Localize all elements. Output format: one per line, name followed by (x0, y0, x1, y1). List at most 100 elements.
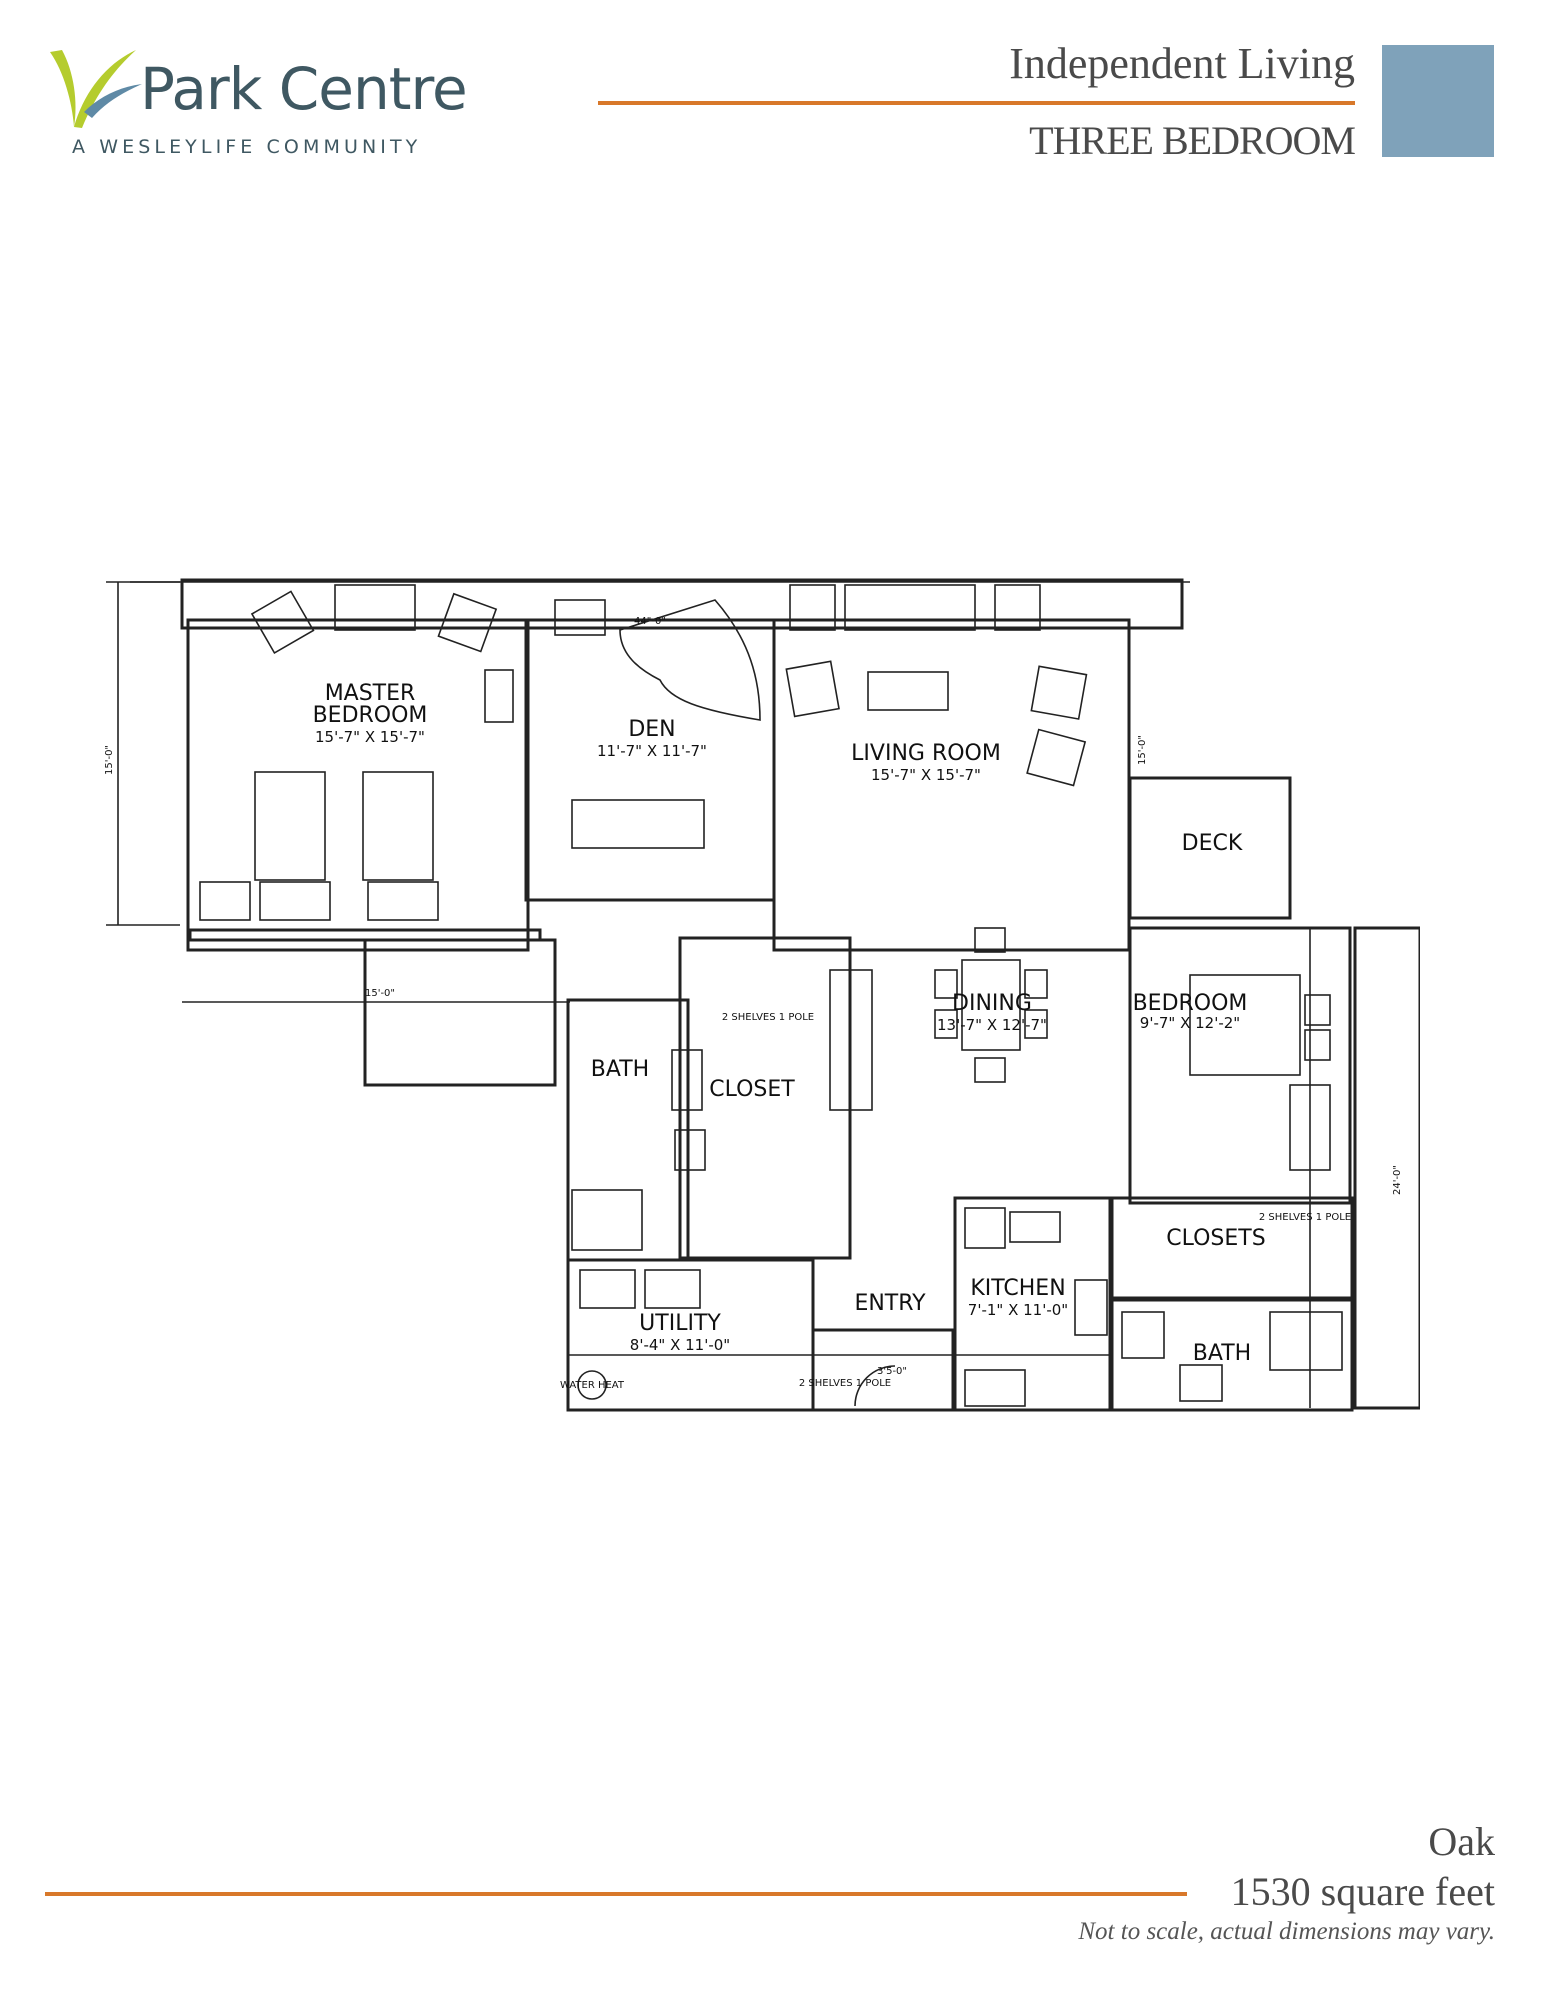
kitchen-range (1074, 1279, 1108, 1336)
den-desk (554, 599, 606, 636)
footer-divider (45, 1892, 1187, 1896)
master-width-dim-label: 15'-0" (365, 988, 395, 999)
disclaimer: Not to scale, actual dimensions may vary… (1078, 1918, 1495, 1945)
master-chair-right (437, 592, 498, 653)
bath2-sink (1121, 1311, 1165, 1359)
bedroom-nightstand-2 (1304, 1029, 1331, 1061)
closet-label: CLOSET (709, 1077, 795, 1102)
header-divider (598, 101, 1355, 105)
master-bedroom-label-1: MASTER (325, 681, 416, 706)
den-piano-dim: 44"-0" (634, 616, 666, 627)
nightstand-right (367, 881, 439, 921)
utility-label: UTILITY (639, 1311, 721, 1336)
water-heater (577, 1370, 607, 1400)
dining-chair-top (974, 927, 1006, 953)
master-bedroom-label-2: BEDROOM (313, 703, 428, 728)
living-sofa (844, 584, 976, 631)
plan-name: Oak (1428, 1819, 1495, 1864)
entry-shelves-note: 2 SHELVES 1 POLE (799, 1378, 891, 1389)
left-height-dim: 15'-0" (104, 745, 115, 775)
bedroom-nightstand-1 (1304, 994, 1331, 1026)
kitchen-walls (953, 1196, 1112, 1412)
square-footage: 1530 square feet (1230, 1869, 1495, 1914)
park-centre-logo-icon (50, 50, 142, 128)
accent-box (1382, 45, 1494, 157)
dining-size: 13'-7" X 12'-7" (937, 1016, 1047, 1034)
den-size: 11'-7" X 11'-7" (597, 742, 707, 760)
right-wall-strip (1353, 926, 1420, 1410)
bedroom-walls (1128, 926, 1352, 1205)
logo-name: Park Centre (140, 55, 468, 123)
utility-dryer (644, 1269, 701, 1309)
master-bed-left (254, 771, 326, 881)
dining-table (961, 959, 1021, 1051)
living-room-label: LIVING ROOM (851, 741, 1001, 766)
dining-chair-r2 (1024, 1009, 1048, 1039)
page-subtitle: THREE BEDROOM (1029, 118, 1356, 163)
closets-label: CLOSETS (1166, 1226, 1265, 1251)
kitchen-sink (1009, 1211, 1061, 1243)
top-window-wall (180, 578, 1184, 630)
entry-width-dim: 3'5-0" (877, 1366, 907, 1377)
utility-washer (579, 1269, 636, 1309)
den-walls (524, 618, 776, 902)
living-chair-right-2 (1026, 728, 1087, 787)
bath1-shower (571, 1189, 643, 1251)
dining-chair-l2 (934, 1009, 958, 1039)
floor-plan: MASTER BEDROOM 15'-7" X 15'-7" DEN 11'-7… (104, 578, 1420, 1412)
bath1-walls (566, 998, 690, 1262)
kitchen-counter (964, 1369, 1026, 1407)
master-cabinet (484, 669, 514, 723)
closets-walls (1110, 1196, 1354, 1300)
deck-label: DECK (1182, 831, 1243, 856)
den-label: DEN (628, 717, 675, 742)
nightstand-mid (259, 881, 331, 921)
bath2-shower (1269, 1311, 1343, 1371)
logo-tagline: A WESLEYLIFE COMMUNITY (72, 136, 422, 158)
living-right-dim: 15'-0" (1137, 735, 1148, 765)
kitchen-fridge (964, 1207, 1006, 1249)
den-piano (619, 599, 761, 721)
master-bed-right (362, 771, 434, 881)
right-height-dim: 24'-0" (1392, 1165, 1403, 1195)
living-side-table-right (994, 584, 1041, 631)
master-dresser (334, 584, 416, 631)
bedroom-label: BEDROOM (1133, 991, 1248, 1016)
dining-chair-bottom (974, 1057, 1006, 1083)
nightstand-left (199, 881, 251, 921)
entry-label: ENTRY (854, 1291, 926, 1316)
living-room-walls (772, 618, 1131, 952)
kitchen-size: 7'-1" X 11'-0" (968, 1301, 1068, 1319)
deck-walls (1128, 776, 1292, 920)
hall-closet-walls (678, 936, 852, 1260)
closet-shelves-note: 2 SHELVES 1 POLE (722, 1012, 814, 1023)
living-room-size: 15'-7" X 15'-7" (871, 766, 981, 784)
closets-shelves-note: 2 SHELVES 1 POLE (1259, 1212, 1351, 1223)
bath1-label: BATH (591, 1057, 649, 1082)
master-bedroom-size: 15'-7" X 15'-7" (315, 728, 425, 746)
water-heater-note: WATER HEAT (560, 1380, 625, 1391)
bath2-toilet (1179, 1364, 1223, 1402)
dining-chair-l1 (934, 969, 958, 999)
page-title: Independent Living (1009, 39, 1355, 88)
den-sofa (571, 799, 705, 849)
bedroom-bed (1189, 974, 1301, 1076)
entry-door-swing (854, 1365, 896, 1407)
hall-console (829, 969, 873, 1111)
dining-label: DINING (952, 991, 1032, 1016)
master-chair-left (250, 590, 315, 655)
bath1-sink (671, 1049, 703, 1111)
walkin-closet-walls (363, 938, 557, 1087)
utility-size: 8'-4" X 11'-0" (630, 1336, 730, 1354)
entry-walls (811, 1328, 955, 1412)
living-side-table (789, 584, 836, 631)
bedroom-size: 9'-7" X 12'-2" (1140, 1014, 1240, 1032)
living-chair-left (785, 660, 840, 718)
master-bedroom-walls (186, 618, 530, 952)
living-chair-right-1 (1030, 665, 1088, 720)
dining-chair-r1 (1024, 969, 1048, 999)
kitchen-label: KITCHEN (970, 1276, 1065, 1301)
bath1-toilet (674, 1129, 706, 1171)
bath2-label: BATH (1193, 1341, 1251, 1366)
coffee-table (867, 671, 949, 711)
